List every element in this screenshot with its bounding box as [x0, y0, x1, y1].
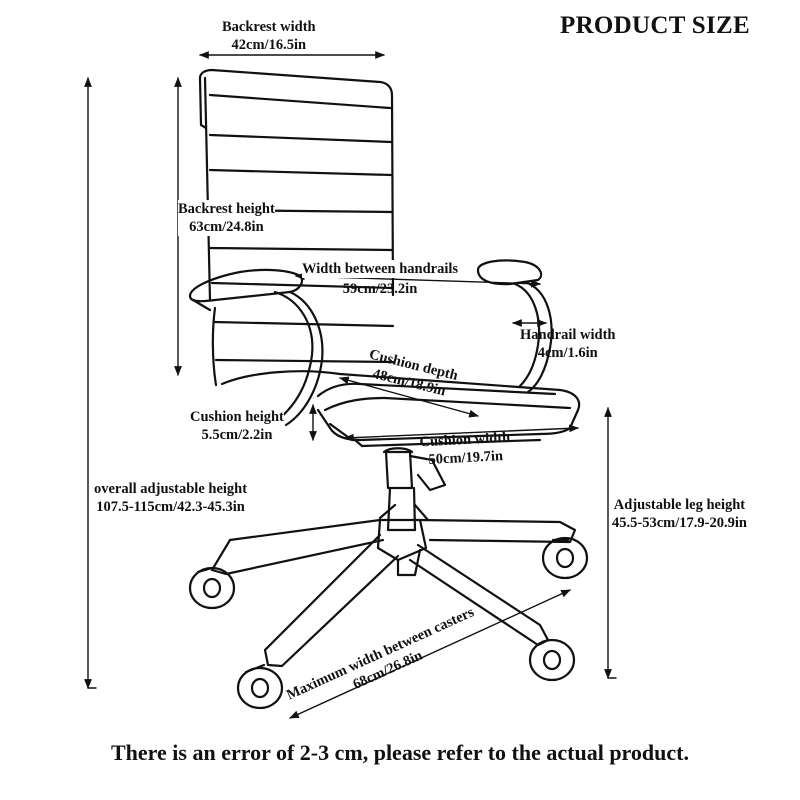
leg-height-value: 45.5-53cm/17.9-20.9in — [612, 515, 747, 531]
cushion-height-value: 5.5cm/2.2in — [201, 427, 273, 443]
overall-height-name: overall adjustable height — [94, 481, 248, 497]
leg-height-name: Adjustable leg height — [613, 497, 746, 513]
page-title: PRODUCT SIZE — [560, 12, 750, 39]
cushion-width-label: Cushion width 50cm/19.7in — [419, 429, 511, 470]
backrest-height-value: 63cm/24.8in — [189, 219, 264, 235]
handrail-gap-value: 59cm/23.2in — [342, 281, 418, 297]
dimension-lines — [84, 51, 617, 719]
backrest-height-name: Backrest height — [178, 201, 275, 217]
leg-height-label: Adjustable leg height 45.5-53cm/17.9-20.… — [612, 496, 747, 532]
overall-height-label: overall adjustable height 107.5-115cm/42… — [94, 480, 248, 516]
backrest-width-name: Backrest width — [222, 19, 316, 35]
backrest-height-label: Backrest height 63cm/24.8in — [178, 200, 275, 236]
cushion-height-label: Cushion height 5.5cm/2.2in — [190, 408, 284, 444]
cushion-height-name: Cushion height — [190, 409, 284, 425]
handrail-gap-label: Width between handrails 59cm/23.2in — [302, 260, 459, 298]
backrest-width-value: 42cm/16.5in — [231, 37, 307, 53]
overall-height-value: 107.5-115cm/42.3-45.3in — [96, 499, 245, 515]
handrail-width-value: 4cm/1.6in — [537, 345, 598, 361]
handrail-width-name: Handrail width — [520, 327, 616, 343]
left-armrest — [188, 268, 324, 427]
handrail-gap-name: Width between handrails — [302, 260, 459, 278]
backrest-width-label: Backrest width 42cm/16.5in — [222, 18, 316, 54]
disclaimer-footer: There is an error of 2-3 cm, please refe… — [110, 740, 689, 765]
handrail-width-label: Handrail width 4cm/1.6in — [520, 326, 615, 362]
